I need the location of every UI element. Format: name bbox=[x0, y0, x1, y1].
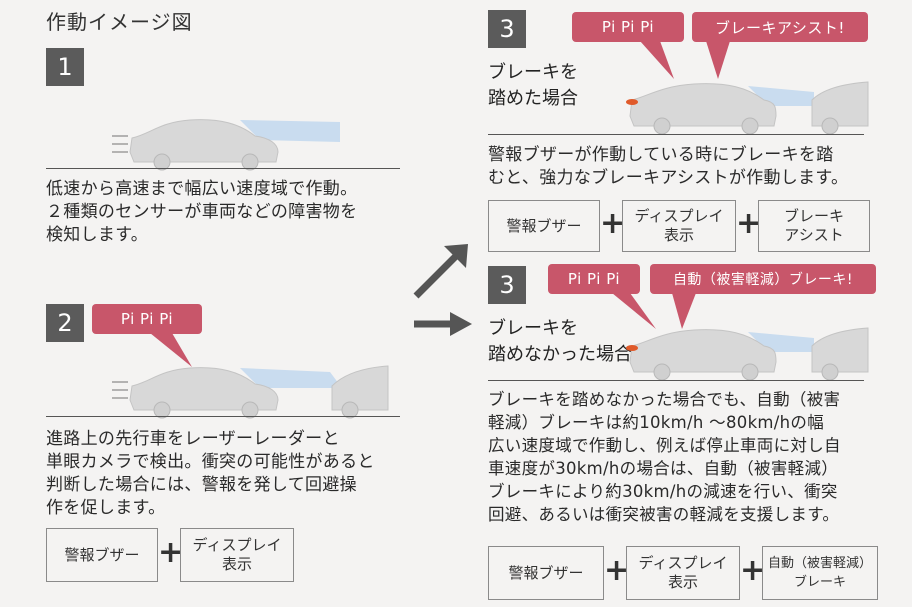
divider bbox=[46, 416, 400, 417]
heading-line: 踏めなかった場合 bbox=[488, 344, 632, 365]
step-3a-number: 3 bbox=[488, 10, 526, 48]
brake-light-icon bbox=[626, 345, 638, 351]
step3a-car-illustration bbox=[626, 81, 869, 135]
plus-icon: + bbox=[158, 535, 184, 570]
divider bbox=[488, 380, 864, 381]
arrow-right-icon bbox=[414, 312, 472, 336]
step3a-heading: ブレーキを 踏めた場合 bbox=[488, 60, 578, 112]
text-line: 進路上の先行車をレーザーレーダーと bbox=[46, 429, 340, 449]
step3b-heading: ブレーキを 踏めなかった場合 bbox=[488, 316, 632, 368]
heading-line: 踏めた場合 bbox=[488, 88, 578, 109]
speech-bubble: ブレーキアシスト! bbox=[692, 12, 868, 42]
display-box: ディスプレイ表示 bbox=[626, 546, 740, 600]
car-icon bbox=[629, 83, 777, 135]
leading-car-icon bbox=[331, 365, 389, 419]
display-box: ディスプレイ表示 bbox=[180, 528, 294, 582]
text-line: ブレーキにより約30km/hの減速を行い、衝突 bbox=[488, 482, 838, 501]
brake-assist-box: ブレーキアシスト bbox=[758, 200, 870, 252]
text-line: 判断した場合には、警報を発して回避操 bbox=[46, 475, 357, 495]
text-line: むと、強力なブレーキアシストが作動します。 bbox=[488, 168, 849, 188]
text-line: ブレーキを踏めなかった場合でも、自動（被害 bbox=[488, 390, 841, 409]
step-2-number: 2 bbox=[46, 304, 84, 342]
step3a-description: 警報ブザーが作動している時にブレーキを踏 むと、強力なブレーキアシストが作動しま… bbox=[488, 144, 888, 190]
car-icon bbox=[129, 119, 279, 171]
step3b-car-illustration bbox=[626, 327, 869, 381]
plus-icon: + bbox=[736, 206, 762, 241]
speech-bubble: Pi Pi Pi bbox=[572, 12, 684, 42]
alarm-buzzer-box: 警報ブザー bbox=[488, 546, 604, 600]
leading-car-icon bbox=[811, 327, 869, 381]
motion-lines-icon bbox=[112, 135, 128, 153]
branch-arrows bbox=[413, 244, 472, 336]
display-box: ディスプレイ表示 bbox=[622, 200, 736, 252]
speech-bubble: 自動（被害軽減）ブレーキ! bbox=[650, 264, 876, 294]
motion-lines-icon bbox=[112, 381, 128, 399]
step1-description: 低速から高速まで幅広い速度域で作動。 ２種類のセンサーが車両などの障害物を 検知… bbox=[46, 178, 406, 247]
sensor-beam bbox=[240, 120, 340, 142]
divider bbox=[46, 168, 400, 169]
text-line: 回避、あるいは衝突被害の軽減を支援します。 bbox=[488, 505, 840, 524]
heading-line: ブレーキを bbox=[488, 318, 578, 339]
car-icon bbox=[129, 367, 279, 419]
text-line: 軽減）ブレーキは約10km/h 〜80km/hの幅 bbox=[488, 413, 825, 432]
brake-light-icon bbox=[626, 99, 638, 105]
divider bbox=[488, 134, 864, 135]
step-1-number: 1 bbox=[46, 48, 84, 86]
plus-icon: + bbox=[604, 553, 630, 588]
leading-car-icon bbox=[811, 81, 869, 135]
speech-bubble: Pi Pi Pi bbox=[548, 264, 640, 294]
step2-car-illustration bbox=[112, 365, 389, 419]
text-line: 作を促します。 bbox=[46, 498, 166, 518]
text-line: 低速から高速まで幅広い速度域で作動。 bbox=[46, 179, 358, 199]
step2-description: 進路上の先行車をレーザーレーダーと 単眼カメラで検出。衝突の可能性があると 判断… bbox=[46, 428, 406, 520]
bubble-tails bbox=[612, 293, 696, 329]
auto-brake-box: 自動（被害軽減）ブレーキ bbox=[762, 546, 878, 600]
text-line: 単眼カメラで検出。衝突の可能性があると bbox=[46, 452, 375, 472]
sensor-beam bbox=[240, 368, 342, 388]
plus-icon: + bbox=[740, 553, 766, 588]
plus-icon: + bbox=[600, 206, 626, 241]
text-line: 検知します。 bbox=[46, 225, 149, 245]
alarm-buzzer-box: 警報ブザー bbox=[488, 200, 600, 252]
step1-car-illustration bbox=[112, 119, 340, 171]
car-icon bbox=[629, 329, 777, 381]
arrow-up-right-icon bbox=[413, 244, 468, 299]
step-3b-number: 3 bbox=[488, 266, 526, 304]
text-line: 車速度が30km/hの場合は、自動（被害軽減） bbox=[488, 459, 839, 478]
speech-bubble: Pi Pi Pi bbox=[92, 304, 202, 334]
text-line: 警報ブザーが作動している時にブレーキを踏 bbox=[488, 145, 834, 165]
text-line: ２種類のセンサーが車両などの障害物を bbox=[46, 202, 358, 222]
page-title: 作動イメージ図 bbox=[46, 10, 193, 34]
step3b-description: ブレーキを踏めなかった場合でも、自動（被害 軽減）ブレーキは約10km/h 〜8… bbox=[488, 388, 898, 526]
bubble-tail bbox=[150, 333, 192, 367]
bubble-tails bbox=[640, 41, 730, 79]
alarm-buzzer-box: 警報ブザー bbox=[46, 528, 158, 582]
heading-line: ブレーキを bbox=[488, 62, 578, 83]
text-line: 広い速度域で作動し、例えば停止車両に対し自 bbox=[488, 436, 841, 455]
